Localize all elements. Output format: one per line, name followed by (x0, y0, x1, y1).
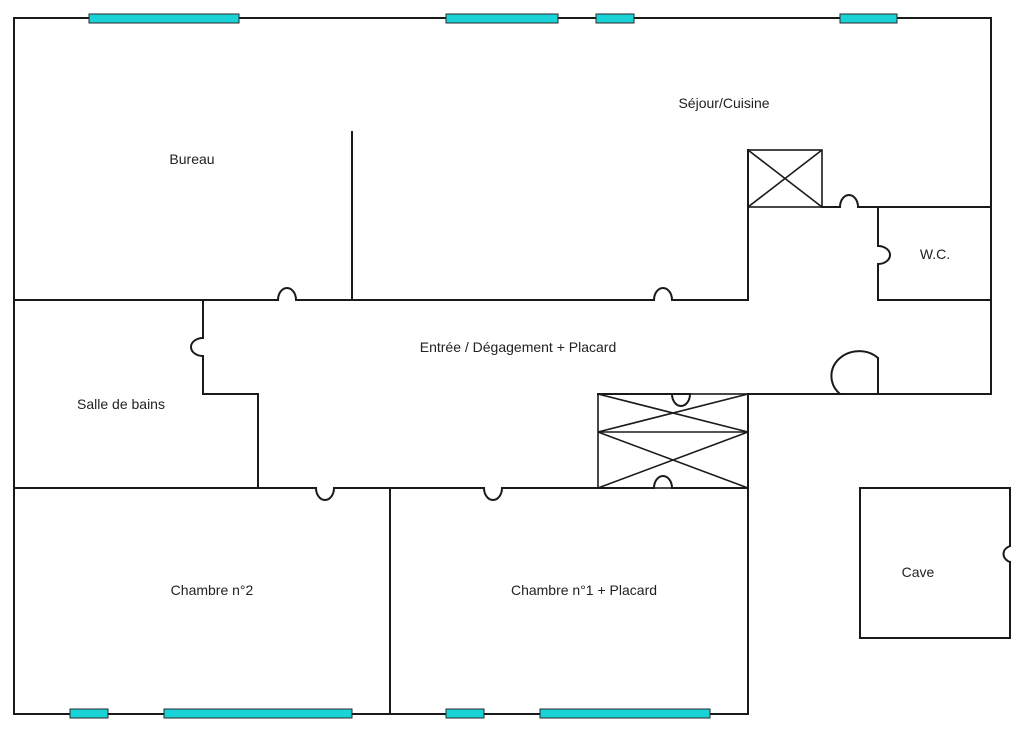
door-chambre2 (315, 487, 335, 501)
room-label-wc: W.C. (920, 246, 950, 262)
window (163, 708, 353, 719)
window (88, 13, 240, 24)
shaft-corridor-cross-top (597, 393, 749, 433)
door-wc (877, 245, 891, 265)
room-label-chambre1: Chambre n°1 + Placard (511, 582, 657, 598)
door-kitchen-shaft (839, 194, 859, 208)
window (595, 13, 635, 24)
window (69, 708, 109, 719)
doors (190, 194, 1011, 563)
door-chambre1 (483, 487, 503, 501)
door-placard (653, 475, 673, 489)
room-label-salle-de-bains: Salle de bains (77, 396, 165, 412)
wc-left-wall (877, 206, 992, 301)
door-bureau (277, 287, 297, 301)
shaft-kitchen-cross (747, 149, 823, 208)
cave-outline (859, 487, 1011, 639)
windows (69, 13, 898, 719)
door-sejour (653, 287, 673, 301)
window (839, 13, 898, 24)
room-label-bureau: Bureau (169, 151, 214, 167)
shaft-kitchen (747, 149, 823, 208)
room-label-sejour: Séjour/Cuisine (678, 95, 769, 111)
door-cave (1002, 545, 1011, 563)
shaft-corridor-cross-bottom (597, 431, 749, 489)
room-label-cave: Cave (902, 564, 935, 580)
room-label-chambre2: Chambre n°2 (171, 582, 254, 598)
door-bathroom (190, 337, 204, 357)
door-main-entrance (830, 350, 879, 395)
door-corridor-shaft (671, 393, 691, 407)
window (445, 708, 485, 719)
room-label-entree: Entrée / Dégagement + Placard (420, 339, 617, 355)
window (445, 13, 559, 24)
cave-walls (859, 487, 1011, 639)
room-labels: Séjour/Cuisine Bureau W.C. Entrée / Déga… (77, 95, 950, 598)
window (539, 708, 711, 719)
bath-east-wall (202, 299, 259, 489)
